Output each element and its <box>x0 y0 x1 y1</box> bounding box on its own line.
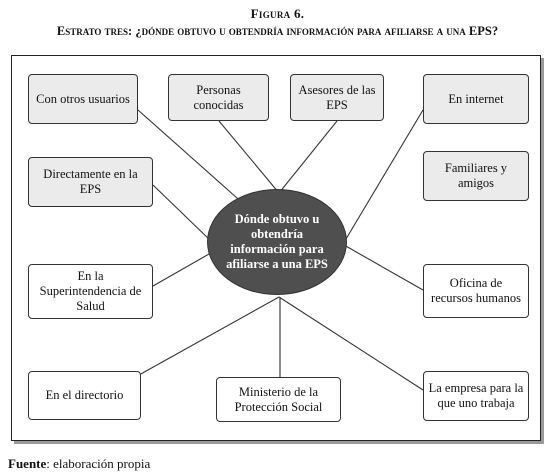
connector-asesores-eps <box>278 120 338 194</box>
connector-otros-usuarios <box>137 109 247 207</box>
figure-subtitle: Estrato tres: ¿dónde obtuvo u obtendría … <box>56 24 499 38</box>
source-label: Fuente <box>8 456 47 471</box>
node-asesores-eps: Asesores de las EPS <box>290 74 384 121</box>
connector-directamente-eps <box>152 184 213 243</box>
node-ministerio: Ministerio de la Protección Social <box>216 377 341 422</box>
node-empresa: La empresa para la que uno trabaja <box>423 371 529 421</box>
connector-superintendencia <box>152 249 217 287</box>
source-note: Fuente: elaboración propia <box>8 456 150 472</box>
connector-recursos-humanos <box>343 244 424 291</box>
node-personas-conocidas: Personas conocidas <box>168 74 269 121</box>
figure-title: Figura 6. <box>250 6 305 21</box>
node-internet: En internet <box>423 74 529 124</box>
node-familiares: Familiares y amigos <box>423 151 529 201</box>
node-superintendencia: En la Superintendencia de Salud <box>28 264 153 319</box>
node-directorio: En el directorio <box>28 371 141 420</box>
source-text: : elaboración propia <box>46 456 151 471</box>
connector-empresa <box>278 296 424 391</box>
connector-personas-conocidas <box>218 120 280 194</box>
node-directamente-eps: Directamente en la EPS <box>28 157 153 207</box>
center-question: Dónde obtuvo u obtendría información par… <box>207 189 347 295</box>
node-recursos-humanos: Oficina de recursos humanos <box>423 264 529 318</box>
node-otros-usuarios: Con otros usuarios <box>28 74 138 124</box>
connector-directorio <box>129 296 280 381</box>
connector-internet <box>342 109 424 245</box>
